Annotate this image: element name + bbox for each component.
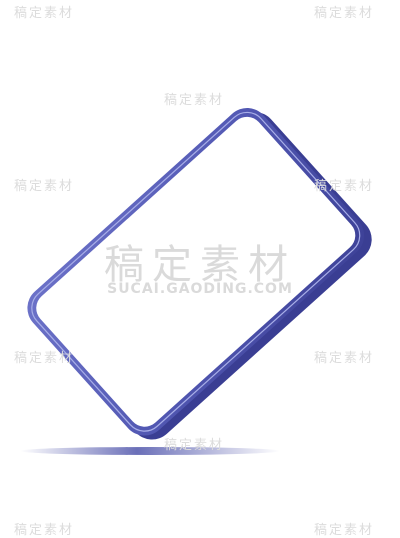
watermark-text: 稿定素材 xyxy=(314,6,375,21)
watermark-text: 稿定素材 xyxy=(164,438,225,453)
watermark-text: 稿定素材 xyxy=(14,179,75,194)
watermark-text: 稿定素材 xyxy=(14,523,75,538)
watermark-domain-text: SUCAI.GAODING.COM xyxy=(107,281,293,297)
watermark-large-text: 稿定素材 xyxy=(104,242,296,288)
watermark-text: 稿定素材 xyxy=(314,179,375,194)
watermark-text: 稿定素材 xyxy=(164,93,225,108)
watermark-text: 稿定素材 xyxy=(314,351,375,366)
watermark-text: 稿定素材 xyxy=(14,6,75,21)
ground-shadow xyxy=(20,447,280,455)
phone-screen xyxy=(36,116,356,427)
watermark-text: 稿定素材 xyxy=(14,351,75,366)
phone-rim-highlight xyxy=(31,111,361,432)
watermark-text: 稿定素材 xyxy=(314,523,375,538)
